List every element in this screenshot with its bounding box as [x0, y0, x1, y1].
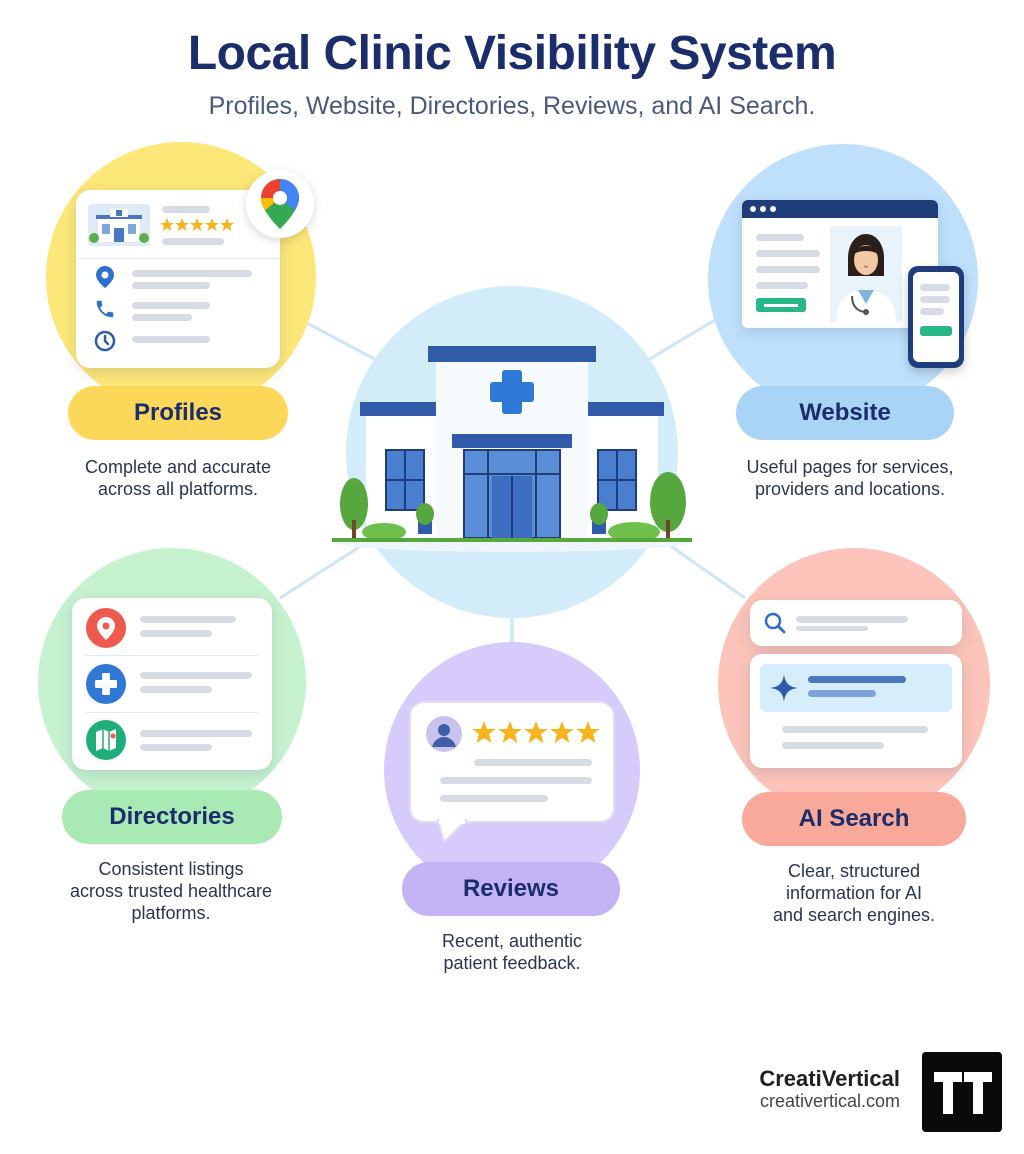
location-pin-icon	[96, 266, 114, 288]
profiles-star-rating-icon	[160, 218, 234, 231]
search-bar-card	[750, 600, 962, 646]
phone-icon	[96, 300, 114, 318]
mobile-phone-icon	[908, 266, 964, 368]
page-title: Local Clinic Visibility System	[187, 27, 837, 80]
ai-sparkle-icon	[770, 674, 798, 702]
ai-answer-card	[750, 654, 962, 768]
page-subtitle: Profiles, Website, Directories, Reviews,…	[208, 92, 816, 120]
map-icon	[86, 720, 126, 760]
profiles-card	[76, 190, 280, 368]
reviews-star-rating-icon	[472, 721, 600, 743]
clinic-photo-icon	[88, 204, 150, 246]
reviews-description: Recent, authentic patient feedback.	[441, 931, 583, 973]
brand-url[interactable]: creativertical.com	[759, 1091, 900, 1111]
directories-card	[72, 598, 272, 770]
profiles-description: Complete and accurate across all platfor…	[84, 457, 272, 499]
directory-location-pin-icon	[86, 608, 126, 648]
creativertical-logo-icon	[922, 1052, 1002, 1132]
profiles-label: Profiles	[68, 386, 288, 440]
reviews-label: Reviews	[402, 862, 620, 916]
clock-icon	[94, 330, 116, 352]
website-description: Useful pages for services, providers and…	[746, 457, 954, 499]
browser-window-icon	[742, 200, 938, 328]
google-maps-pin-icon	[261, 179, 299, 229]
brand-name: CreatiVertical	[759, 1066, 900, 1091]
medical-cross-icon	[86, 664, 126, 704]
user-avatar-icon	[426, 716, 462, 752]
website-label: Website	[736, 386, 954, 440]
ai-search-description: Clear, structured information for AI and…	[772, 861, 936, 925]
clinic-building-icon	[332, 346, 692, 552]
search-icon	[764, 612, 786, 634]
directories-label: Directories	[62, 790, 282, 844]
connector-website	[647, 318, 716, 362]
connector-ai-search	[661, 538, 746, 600]
ai-search-label: AI Search	[742, 792, 966, 846]
connector-directories	[279, 538, 371, 600]
connector-profiles	[304, 320, 381, 364]
directories-description: Consistent listings across trusted healt…	[69, 859, 273, 923]
google-maps-badge	[246, 170, 314, 238]
doctor-avatar-icon	[830, 226, 902, 322]
